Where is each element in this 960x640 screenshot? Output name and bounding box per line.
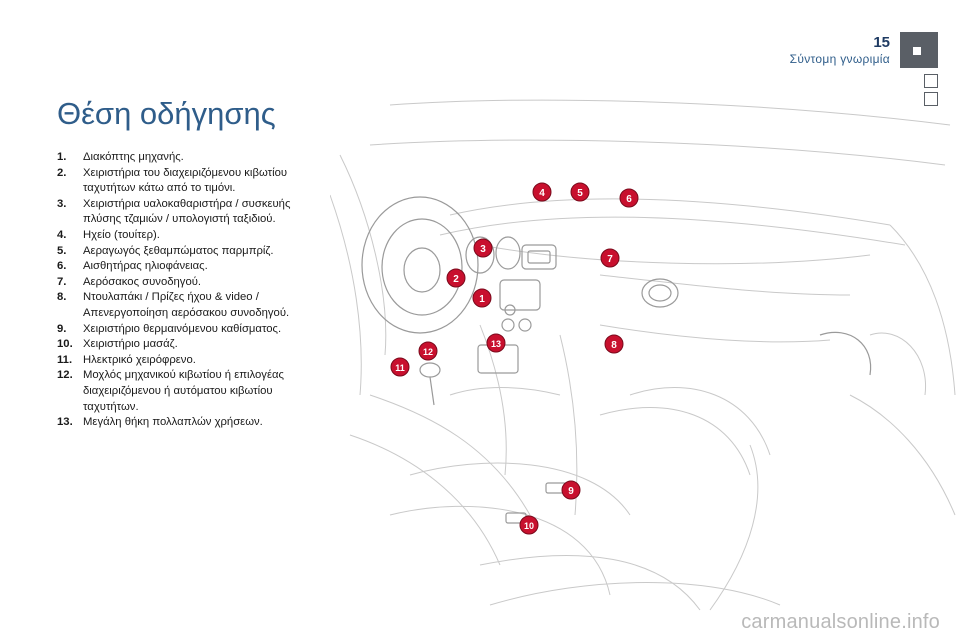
item-text: Χειριστήρια υαλοκαθαριστήρα / συσκευής π… bbox=[83, 197, 291, 226]
item-number: 9. bbox=[57, 322, 67, 335]
item-number: 4. bbox=[57, 228, 67, 241]
callout-label: 1 bbox=[479, 294, 485, 305]
list-item: 9. Χειριστήριο θερμαινόμενου καθίσματος. bbox=[57, 322, 327, 338]
list-item: 6. Αισθητήρας ηλιοφάνειας. bbox=[57, 259, 327, 275]
item-text: Χειριστήριο θερμαινόμενου καθίσματος. bbox=[83, 322, 282, 335]
list-item: 4. Ηχείο (τουίτερ). bbox=[57, 228, 327, 244]
callout-2: 2 bbox=[446, 268, 466, 288]
callout-12: 12 bbox=[418, 341, 438, 361]
list-item: 10. Χειριστήριο μασάζ. bbox=[57, 337, 327, 353]
page-title: Θέση οδήγησης bbox=[57, 96, 276, 131]
callout-label: 8 bbox=[611, 340, 617, 351]
chapter-tab[interactable] bbox=[924, 74, 938, 88]
item-text: Ντουλαπάκι / Πρίζες ήχου & video / Απενε… bbox=[83, 291, 290, 319]
item-number: 1. bbox=[57, 151, 67, 163]
item-text: Διακόπτης μηχανής. bbox=[83, 151, 184, 163]
list-item: 11. Ηλεκτρικό χειρόφρενο. bbox=[57, 353, 327, 369]
list-item: 1. Διακόπτης μηχανής. bbox=[57, 150, 327, 166]
dashboard-detail-art bbox=[361, 196, 872, 524]
section-title: Σύντομη γνωριμία bbox=[789, 52, 890, 66]
callout-label: 10 bbox=[524, 521, 534, 531]
callout-label: 11 bbox=[395, 363, 405, 373]
item-number: 3. bbox=[57, 197, 67, 210]
watermark: carmanualsonline.info bbox=[741, 611, 940, 633]
chapter-tab-active[interactable] bbox=[900, 32, 938, 68]
callout-9: 9 bbox=[561, 480, 581, 500]
item-number: 13. bbox=[57, 416, 73, 429]
item-text: Χειριστήρια του διαχειριζόμενου κιβωτίου… bbox=[83, 166, 288, 195]
chapter-tab[interactable] bbox=[924, 92, 938, 106]
callout-4: 4 bbox=[532, 182, 552, 202]
item-number: 7. bbox=[57, 275, 67, 288]
dashboard-illustration: 1 2 3 4 5 6 7 8 9 10 11 12 13 bbox=[330, 99, 956, 611]
list-item: 7. Αερόσακος συνοδηγού. bbox=[57, 275, 327, 291]
item-number: 8. bbox=[57, 291, 67, 304]
item-text: Ηχείο (τουίτερ). bbox=[83, 228, 160, 241]
callout-label: 9 bbox=[568, 486, 574, 497]
item-number: 5. bbox=[57, 244, 67, 257]
callout-3: 3 bbox=[473, 238, 493, 258]
component-list: 1. Διακόπτης μηχανής. 2. Χειριστήρια του δ… bbox=[57, 150, 327, 431]
dashboard-line-art bbox=[330, 99, 956, 611]
item-number: 11. bbox=[57, 353, 73, 366]
callout-6: 6 bbox=[619, 188, 639, 208]
item-text: Χειριστήριο μασάζ. bbox=[83, 338, 178, 351]
item-number: 12. bbox=[57, 369, 73, 382]
callout-label: 4 bbox=[539, 188, 545, 199]
list-item: 13. Μεγάλη θήκη πολλαπλών χρήσεων. bbox=[57, 415, 327, 431]
item-text: Αερόσακος συνοδηγού. bbox=[83, 275, 202, 288]
callout-1: 1 bbox=[472, 288, 492, 308]
page-number: 15 bbox=[873, 34, 890, 51]
list-item: 3. Χειριστήρια υαλοκαθαριστήρα / συσκευής… bbox=[57, 197, 327, 228]
callout-11: 11 bbox=[390, 357, 410, 377]
item-text: Ηλεκτρικό χειρόφρενο. bbox=[83, 353, 196, 366]
list-item: 2. Χειριστήρια του διαχειριζόμενου κιβωτί… bbox=[57, 166, 327, 197]
item-number: 6. bbox=[57, 260, 67, 273]
item-number: 10. bbox=[57, 338, 73, 351]
list-item: 5. Αεραγωγός ξεθαμπώματος παρμπρίζ. bbox=[57, 244, 327, 260]
callout-8: 8 bbox=[604, 334, 624, 354]
item-text: Μεγάλη θήκη πολλαπλών χρήσεων. bbox=[83, 416, 263, 429]
callout-label: 2 bbox=[453, 274, 459, 285]
callout-7: 7 bbox=[600, 248, 620, 268]
item-text: Αισθητήρας ηλιοφάνειας. bbox=[83, 260, 208, 273]
item-number: 2. bbox=[57, 166, 67, 179]
callout-label: 7 bbox=[607, 254, 613, 265]
callout-5: 5 bbox=[570, 182, 590, 202]
item-text: Αεραγωγός ξεθαμπώματος παρμπρίζ. bbox=[83, 244, 274, 257]
list-item: 12. Μοχλός μηχανικού κιβωτίου ή επιλογέας… bbox=[57, 368, 327, 415]
callout-label: 6 bbox=[626, 194, 632, 205]
item-text: Μοχλός μηχανικού κιβωτίου ή επιλογέας δι… bbox=[83, 369, 284, 413]
callout-label: 5 bbox=[577, 188, 583, 199]
callout-label: 3 bbox=[480, 244, 486, 255]
callout-label: 13 bbox=[491, 339, 501, 349]
callout-10: 10 bbox=[519, 515, 539, 535]
callout-label: 12 bbox=[423, 347, 433, 357]
callout-13: 13 bbox=[486, 333, 506, 353]
list-item: 8. Ντουλαπάκι / Πρίζες ήχου & video / Απε… bbox=[57, 290, 327, 321]
